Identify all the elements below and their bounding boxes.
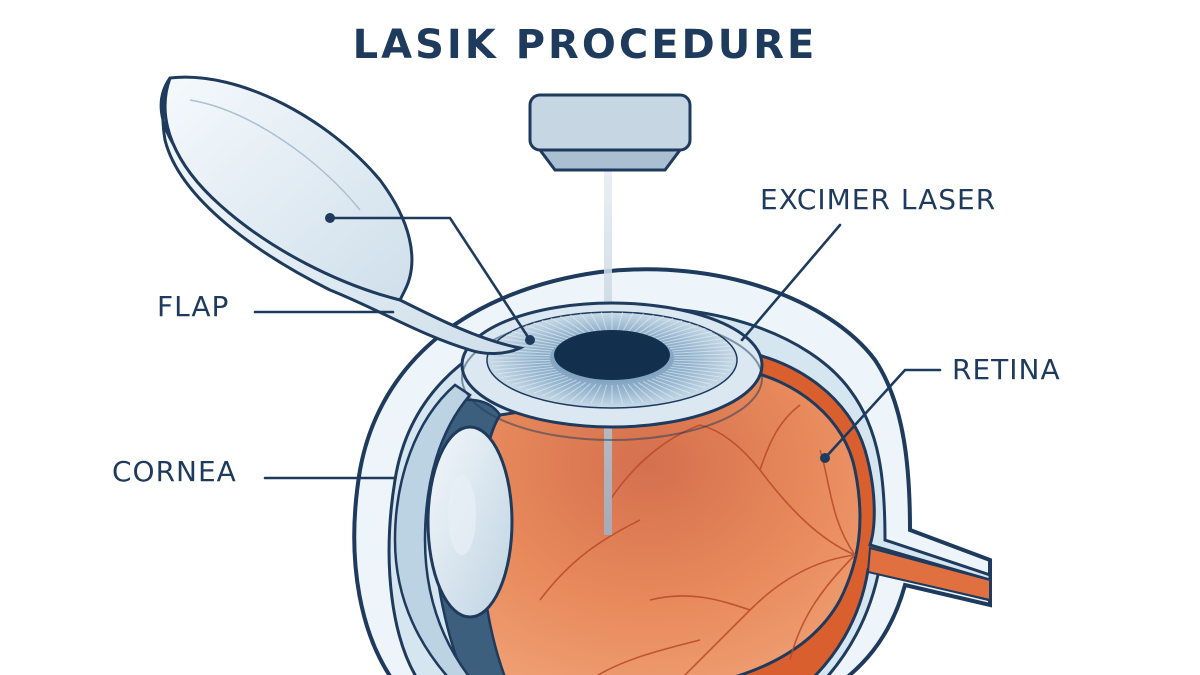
retinal-vessels [539, 404, 856, 675]
label-excimer-laser: EXCIMER LASER [760, 183, 997, 216]
laser-device [528, 93, 692, 152]
optic-nerve [866, 546, 991, 602]
pupil [554, 330, 670, 380]
page-title: LASIK PROCEDURE [352, 22, 818, 68]
leader-retina [823, 368, 942, 460]
leader-lines [253, 213, 942, 480]
leader-flap-pointer [328, 216, 532, 342]
flap-shell [163, 75, 414, 302]
label-flap: FLAP [157, 290, 230, 323]
laser-device-base [537, 148, 683, 172]
label-cornea: CORNEA [112, 455, 237, 488]
label-retina: RETINA [952, 353, 1061, 386]
leader-laser [740, 223, 842, 342]
